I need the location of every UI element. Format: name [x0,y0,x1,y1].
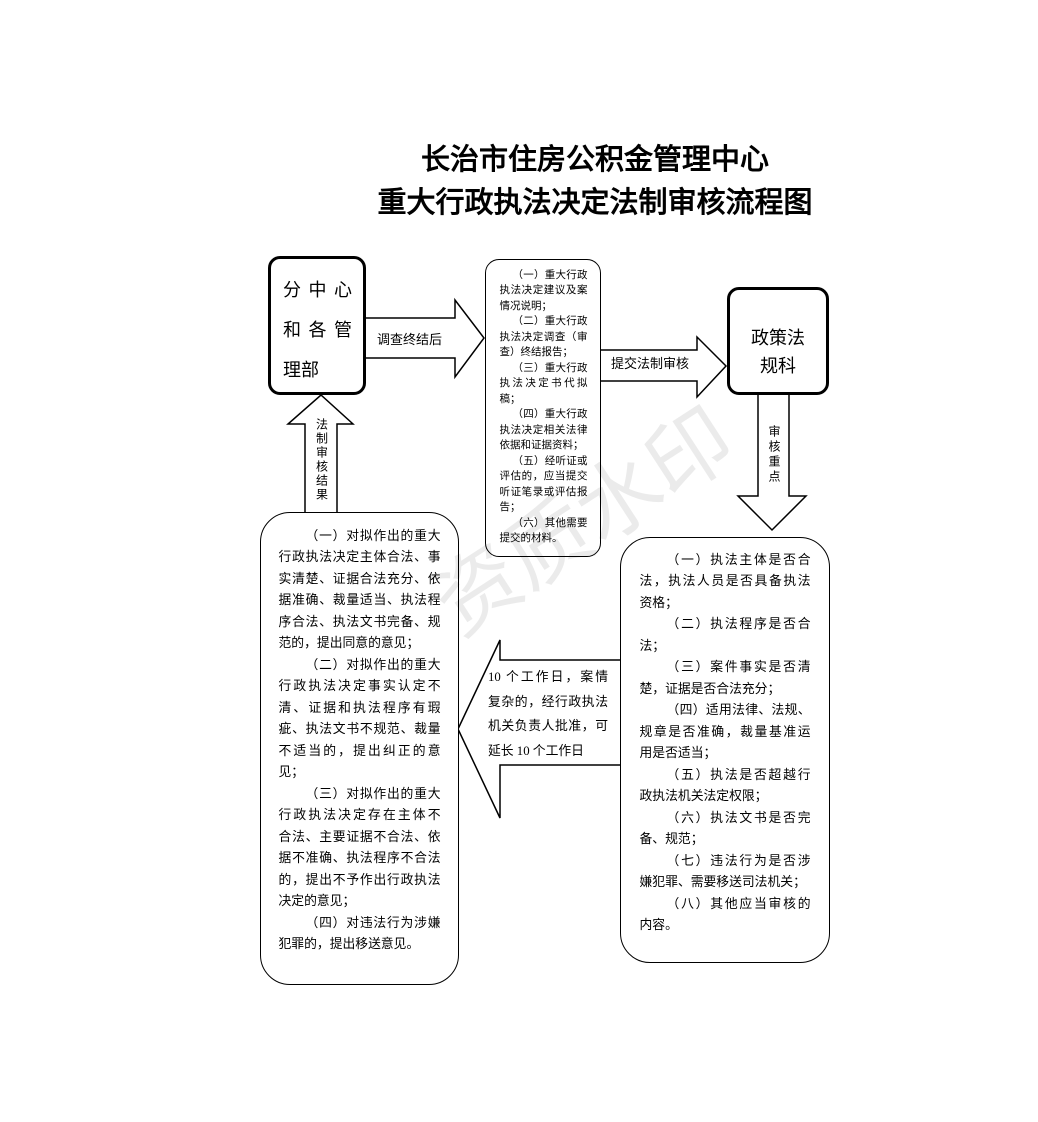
review-points-line: （三）案件事实是否清 [666,660,811,674]
review-deadline-line: 10 个工作日，案情 [488,670,608,684]
review-points-line: （六）执法文书是否完 [666,810,811,825]
submission-materials-line: 执法决定书代拟 [499,378,588,389]
review-results-line: 见； [278,765,305,779]
review-results-line: 据准确、裁量适当、执法程 [278,593,441,607]
review-results-line: 据不准确、执法程序不合法 [278,851,441,865]
arrow-materials-to-policy-office [601,335,728,399]
submission-materials-line: 评估的，应当提交 [499,471,588,482]
review-results-line: （二）对拟作出的重大 [305,657,441,672]
review-results-line: 犯罪的，提出移送意见。 [278,937,420,951]
edge-label-review-result: 法制审核结果 [314,418,329,502]
edge-label-review-deadline: 10 个工作日，案情 复杂的，经行政执法 机关负责人批准，可 延长 10 个工作… [488,665,608,763]
review-points-text: （一）执法主体是否合 法，执法人员是否具备执法 资格； （二）执法程序是否合 法… [640,550,811,937]
review-results-text: （一）对拟作出的重大 行政执法决定主体合法、事 实清楚、证据合法充分、依 据准确… [279,526,441,956]
submission-materials-line: （三）重大行政 [512,362,588,374]
submission-materials-line: 执法决定建议及案 [499,285,588,296]
review-deadline-line: 复杂的，经行政执法 [488,694,608,709]
review-deadline-line: 延长 10 个工作日 [488,743,584,758]
review-results-line: 范的，提出同意的意见； [278,636,420,650]
review-results-line: 行政执法决定事实认定不 [278,679,441,693]
review-results-line: 序合法、执法文书完备、规 [278,614,441,629]
submission-materials-box: （一）重大行政 执法决定建议及案 情况说明； （二）重大行政 执法决定调查（审 … [485,259,601,557]
review-points-line: （四）适用法律、法规、 [666,703,811,717]
review-results-line: （一）对拟作出的重大 [305,528,441,543]
review-results-line: 行政执法决定主体合法、事 [278,550,441,564]
submission-materials-line: 执法决定调查（审 [499,331,588,343]
review-points-line: 楚，证据是否合法充分； [639,681,781,696]
arrow-departments-to-materials [366,297,485,380]
review-points-line: 用是否适当； [639,746,717,760]
review-results-line: （三）对拟作出的重大 [305,786,441,801]
review-results-line: （四）对违法行为涉嫌 [305,915,441,930]
submission-materials-line: （六）其他需要 [512,517,588,529]
submission-materials-line: 提交的材料。 [499,533,563,544]
review-points-line: （二）执法程序是否合 [666,617,811,631]
departments-line: 理部 [283,360,319,380]
review-points-line: （五）执法是否超越行 [666,767,811,782]
submission-materials-line: 告； [499,502,521,513]
arrow-policy-office-to-review-points [736,395,808,532]
review-points-line: 备、规范； [639,832,704,846]
review-points-line: （一）执法主体是否合 [666,552,811,567]
policy-office-box: 政策法 规科 [727,287,829,395]
review-points-line: 法； [639,638,666,653]
arrow-results-to-departments [286,393,355,512]
review-results-line: 实清楚、证据合法充分、依 [278,571,441,586]
policy-office-line: 规科 [760,356,796,376]
review-results-line: 清、证据和执法程序有瑕 [278,700,441,715]
departments-text: 分中心 和各管 理部 [283,270,352,390]
submission-materials-line: 查）终结报告； [499,347,574,358]
review-points-line: 内容。 [639,918,678,932]
departments-line: 分中心 [283,280,352,300]
review-results-line: 不适当的，提出纠正的意 [278,743,441,758]
page-title-line-2: 重大行政执法决定法制审核流程图 [377,187,813,219]
departments-box: 分中心 和各管 理部 [268,256,366,395]
review-points-line: 政执法机关法定权限； [639,789,768,803]
policy-office-text: 政策法 规科 [730,324,826,380]
review-points-line: （七）违法行为是否涉 [666,853,811,868]
review-points-line: 规章是否准确，裁量基准运 [639,724,811,739]
review-points-line: 嫌犯罪、需要移送司法机关； [639,875,806,889]
page-title-line-1: 长治市住房公积金管理中心 [420,144,769,176]
edge-label-submit-for-review: 提交法制审核 [611,356,690,371]
review-results-line: 的，提出不予作出行政执法 [278,872,441,887]
review-results-line: 行政执法决定存在主体不 [278,808,441,822]
submission-materials-text: （一）重大行政 执法决定建议及案 情况说明； （二）重大行政 执法决定调查（审 … [500,268,588,547]
edge-label-investigation-done: 调查终结后 [377,332,443,347]
review-points-box: （一）执法主体是否合 法，执法人员是否具备执法 资格； （二）执法程序是否合 法… [620,537,830,963]
review-points-line: 资格； [639,595,678,610]
review-points-line: （八）其他应当审核的 [666,896,811,911]
review-results-line: 决定的意见； [278,894,356,908]
review-results-line: 疵、执法文书不规范、裁量 [278,722,441,736]
submission-materials-line: 执法决定相关法律 [499,424,588,436]
submission-materials-line: 依据和证据资料； [499,440,584,451]
submission-materials-line: 听证笔录或评估报 [499,486,588,498]
departments-line: 和各管 [283,320,352,340]
edge-label-review-focus: 审核重点 [767,425,781,485]
submission-materials-line: （一）重大行政 [512,269,588,281]
review-results-line: 合法、主要证据不合法、依 [278,829,441,844]
submission-materials-line: 稿； [499,393,521,405]
review-points-line: 法，执法人员是否具备执法 [639,574,811,588]
submission-materials-line: （二）重大行政 [512,316,588,327]
submission-materials-line: （五）经听证或 [512,455,588,467]
review-results-box: （一）对拟作出的重大 行政执法决定主体合法、事 实清楚、证据合法充分、依 据准确… [260,512,459,985]
submission-materials-line: 情况说明； [499,300,553,312]
submission-materials-line: （四）重大行政 [512,409,588,420]
policy-office-line: 政策法 [751,328,805,348]
review-deadline-line: 机关负责人批准，可 [488,719,608,733]
